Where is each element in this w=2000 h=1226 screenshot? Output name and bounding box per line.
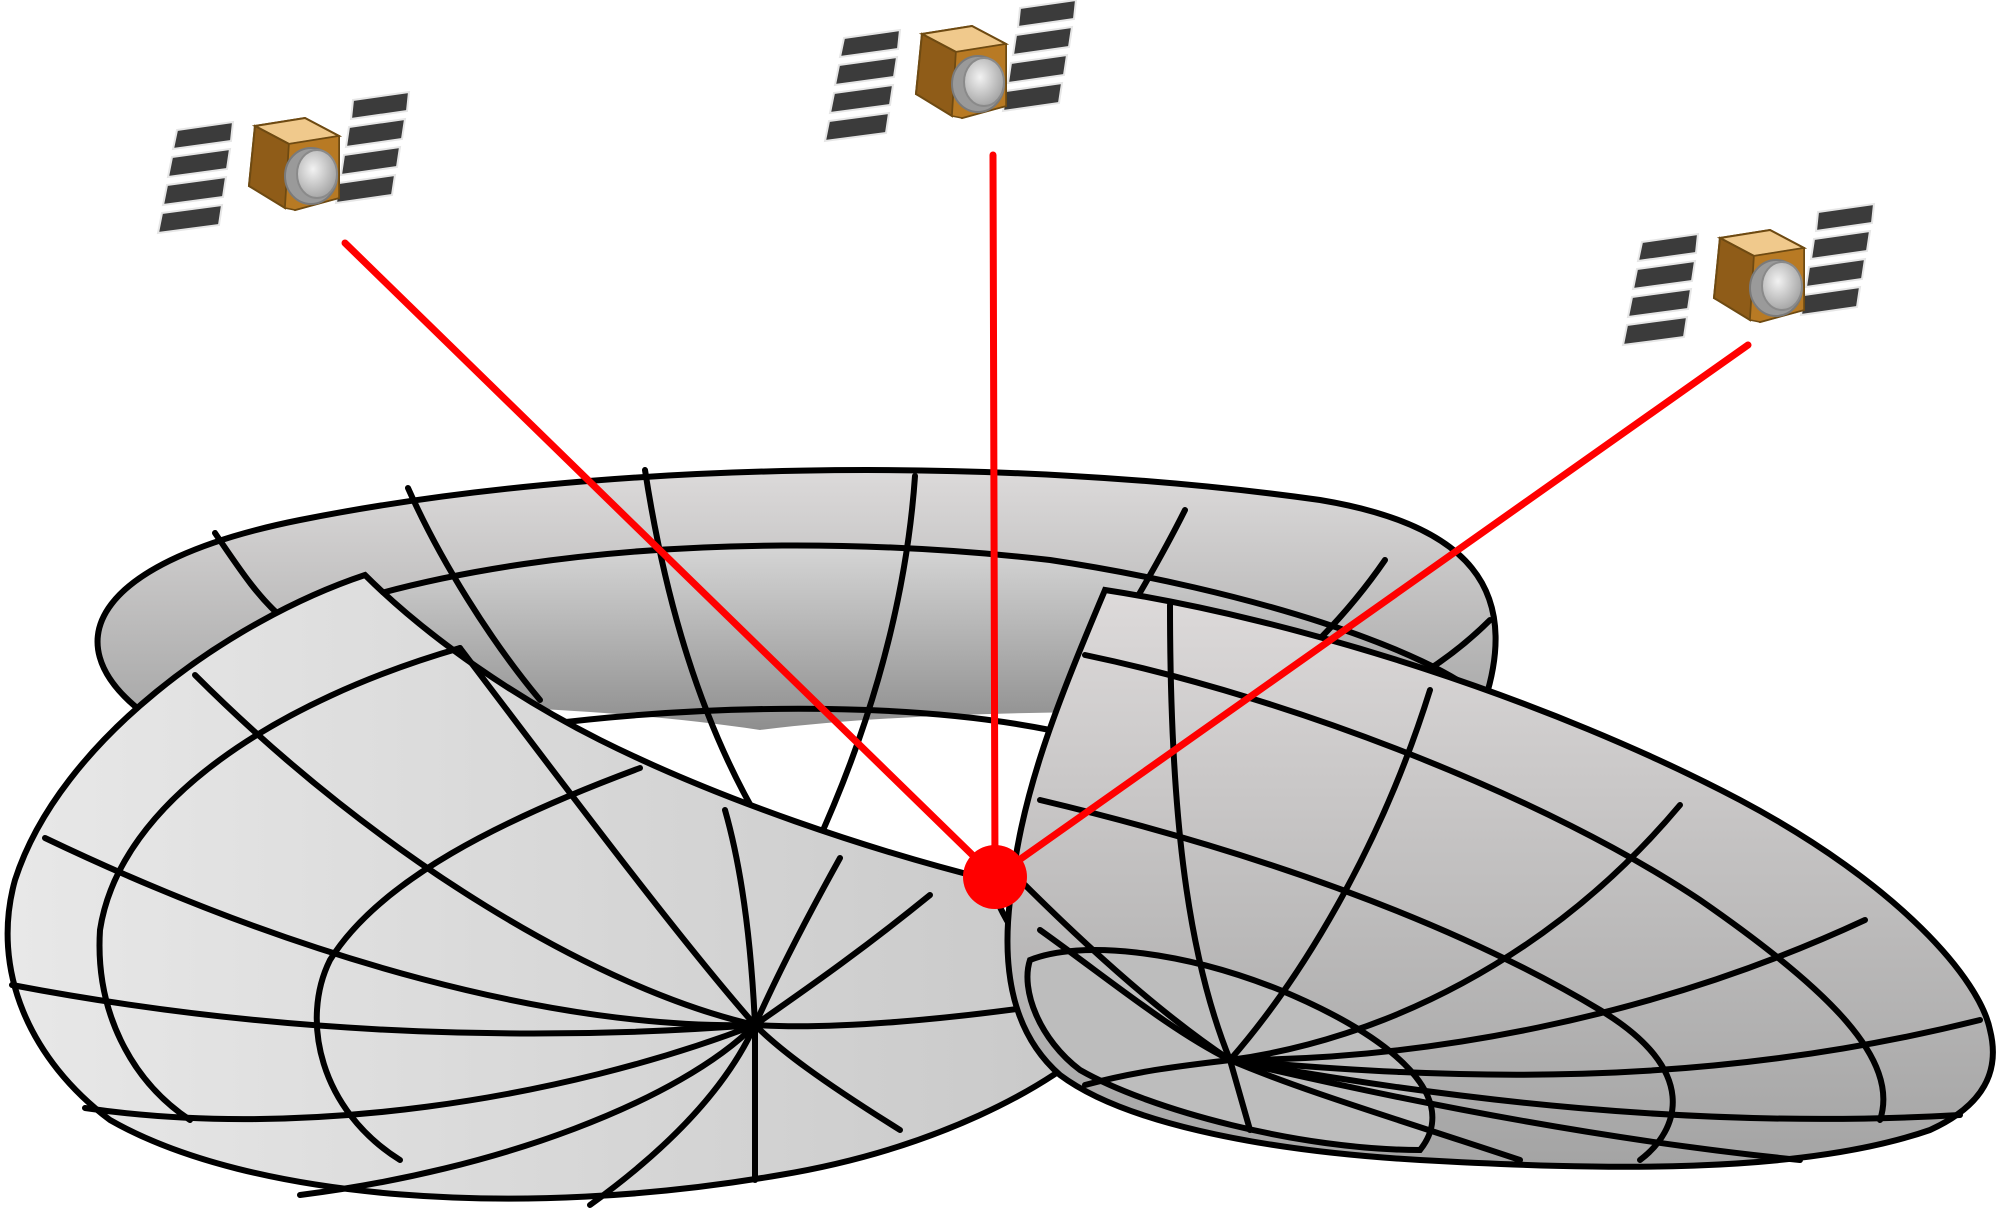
left-surface [4,571,1115,1208]
satellite-center-icon [824,0,1077,142]
receiver-point [963,845,1027,909]
signal-rays [341,151,1752,881]
satellite-left-icon [157,91,410,234]
ray-right [991,341,1752,881]
satellite-right-icon [1622,203,1875,346]
right-surface [1004,586,1996,1170]
ray-center [989,151,999,881]
ray-left [341,239,999,881]
